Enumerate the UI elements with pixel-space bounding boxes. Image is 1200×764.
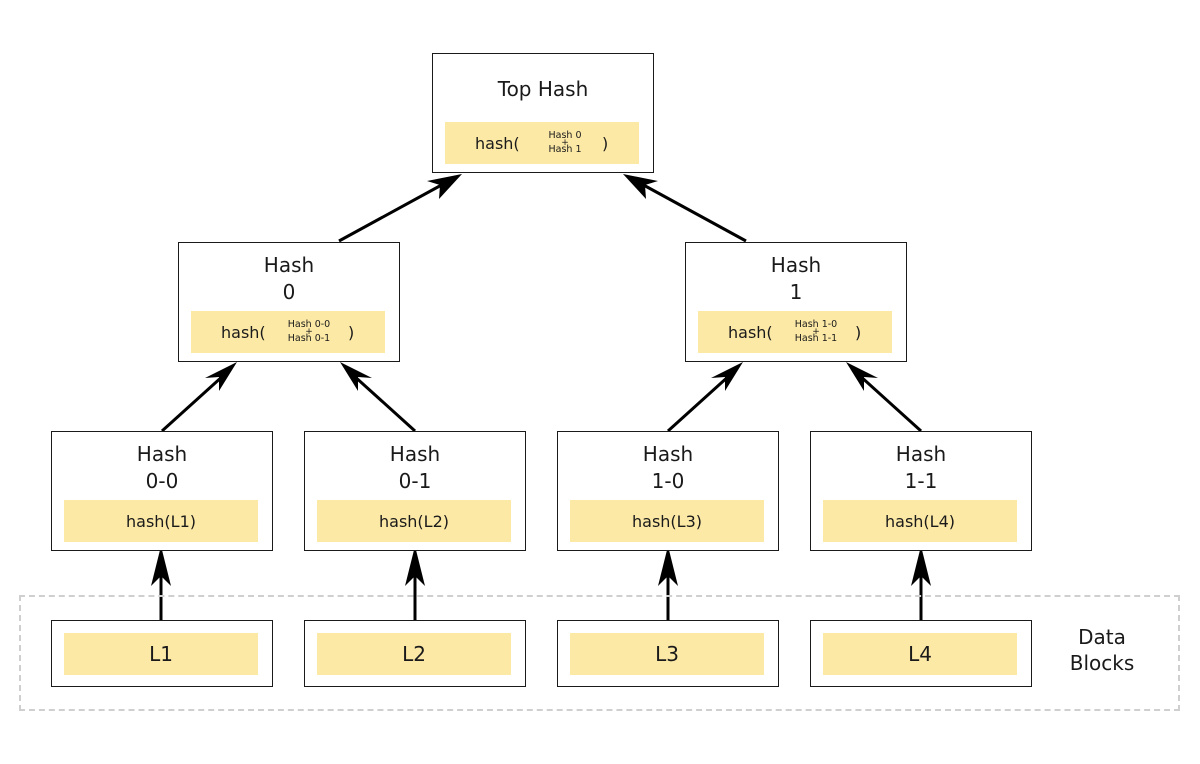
hash-0-0-node: Hash 0-0 hash(L1)	[51, 431, 273, 551]
arrowhead-hash-0-0	[205, 362, 237, 391]
hash-1-0-title-line2: 1-0	[651, 469, 685, 493]
hash-0-0-function: hash(L1)	[64, 500, 258, 542]
arrowhead-l2	[405, 546, 425, 586]
hash-1-1-title-line2: 1-1	[904, 469, 938, 493]
hash-input-left: Hash 1-0	[794, 319, 838, 330]
hash-fn-prefix: hash(	[221, 322, 266, 342]
hash-1-node: Hash 1 hash( Hash 1-0 + Hash 1-1 )	[685, 242, 907, 362]
top-hash-node: Top Hash hash( Hash 0 + Hash 1 )	[432, 53, 654, 173]
hash-0-0-title-line1: Hash	[136, 442, 188, 466]
arrow-hash-0-0-to-hash-0	[160, 373, 226, 433]
arrow-hash-1-1-to-hash-1	[857, 373, 923, 433]
plus-sign: +	[812, 327, 820, 337]
data-blocks-label-line2: Blocks	[1069, 651, 1135, 675]
hash-fn-close: )	[348, 322, 355, 342]
arrowhead-hash-0	[427, 174, 462, 199]
arrowhead-hash-0-1	[340, 362, 372, 391]
data-block-label: L2	[317, 633, 511, 675]
hash-1-0-title-line1: Hash	[642, 442, 694, 466]
hash-inputs: Hash 0-0 + Hash 0-1	[281, 311, 337, 353]
arrow-hash-1-to-top	[637, 180, 747, 243]
hash-0-title-line2: 0	[282, 280, 296, 304]
data-blocks-label: Data Blocks	[1052, 624, 1152, 676]
top-hash-title: Top Hash	[497, 77, 589, 101]
hash-1-1-node: Hash 1-1 hash(L4)	[810, 431, 1032, 551]
hash-fn-close: )	[855, 322, 862, 342]
arrow-hash-1-0-to-hash-1	[666, 373, 732, 433]
hash-1-0-function: hash(L3)	[570, 500, 764, 542]
hash-input-right: Hash 1	[548, 144, 582, 155]
arrowhead-l1	[151, 546, 171, 586]
hash-0-function: hash( Hash 0-0 + Hash 0-1 )	[191, 311, 385, 353]
hash-1-function: hash( Hash 1-0 + Hash 1-1 )	[698, 311, 892, 353]
arrowhead-hash-1-1	[846, 362, 878, 391]
data-block-l2: L2	[304, 620, 526, 687]
data-blocks-frame	[19, 595, 1180, 711]
hash-0-1-title-line2: 0-1	[398, 469, 432, 493]
arrow-hash-0-1-to-hash-0	[351, 373, 417, 433]
hash-fn-close: )	[602, 133, 609, 153]
arrow-hash-0-to-top	[338, 180, 448, 243]
arrowhead-hash-1-0	[711, 362, 743, 391]
data-block-label: L1	[64, 633, 258, 675]
hash-0-1-function: hash(L2)	[317, 500, 511, 542]
hash-0-1-title-line1: Hash	[389, 442, 441, 466]
plus-sign: +	[305, 327, 313, 337]
hash-fn-prefix: hash(	[475, 133, 520, 153]
data-block-l4: L4	[810, 620, 1032, 687]
hash-inputs: Hash 0 + Hash 1	[541, 122, 589, 164]
hash-fn-prefix: hash(	[728, 322, 773, 342]
hash-0-title-line1: Hash	[263, 253, 315, 277]
hash-0-node: Hash 0 hash( Hash 0-0 + Hash 0-1 )	[178, 242, 400, 362]
hash-1-1-title-line1: Hash	[895, 442, 947, 466]
arrowhead-l4	[911, 546, 931, 586]
hash-1-1-function: hash(L4)	[823, 500, 1017, 542]
hash-inputs: Hash 1-0 + Hash 1-1	[788, 311, 844, 353]
plus-sign: +	[561, 138, 569, 148]
hash-input-right: Hash 1-1	[794, 333, 838, 344]
hash-input-right: Hash 0-1	[287, 333, 331, 344]
hash-input-left: Hash 0-0	[287, 319, 331, 330]
data-block-label: L4	[823, 633, 1017, 675]
top-hash-function: hash( Hash 0 + Hash 1 )	[445, 122, 639, 164]
hash-1-title-line2: 1	[789, 280, 803, 304]
arrowhead-l3	[658, 546, 678, 586]
data-block-label: L3	[570, 633, 764, 675]
arrowhead-hash-1	[623, 174, 658, 199]
hash-1-0-node: Hash 1-0 hash(L3)	[557, 431, 779, 551]
data-block-l3: L3	[557, 620, 779, 687]
hash-input-left: Hash 0	[548, 130, 582, 141]
hash-0-0-title-line2: 0-0	[145, 469, 179, 493]
data-blocks-label-line1: Data	[1078, 625, 1126, 649]
hash-1-title-line1: Hash	[770, 253, 822, 277]
data-block-l1: L1	[51, 620, 273, 687]
hash-0-1-node: Hash 0-1 hash(L2)	[304, 431, 526, 551]
